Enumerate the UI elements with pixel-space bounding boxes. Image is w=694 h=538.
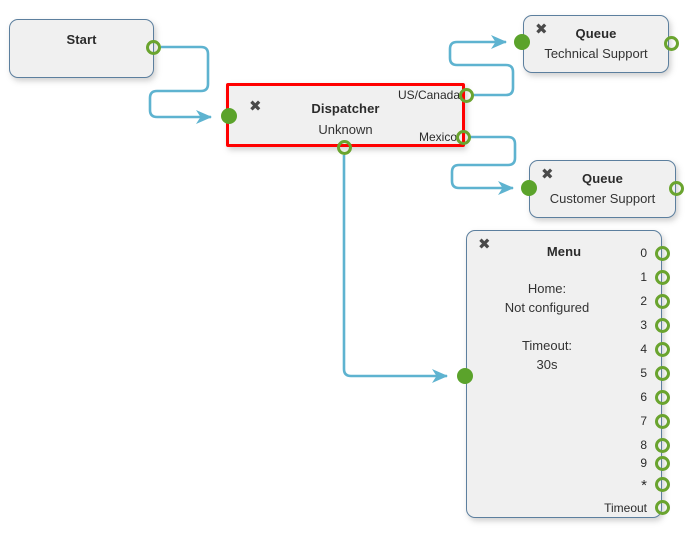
menu-home-value: Not configured (504, 300, 590, 315)
node-dispatcher[interactable]: ✖ Dispatcher Unknown (226, 83, 465, 147)
node-queue-technical-support[interactable]: ✖ Queue Technical Support (523, 15, 669, 73)
port-menu-out-3[interactable] (655, 318, 670, 333)
port-label-menu-5: 5 (640, 366, 647, 380)
port-menu-out-6[interactable] (655, 390, 670, 405)
node-queue-cust-subtitle: Customer Support (549, 191, 656, 206)
close-icon[interactable]: ✖ (249, 97, 262, 115)
port-label-menu-0: 0 (640, 246, 647, 260)
port-dispatcher-out-mexico[interactable] (456, 130, 471, 145)
node-queue-tech-title: Queue (575, 26, 617, 41)
port-dispatcher-out-us-canada[interactable] (459, 88, 474, 103)
port-label-menu-2: 2 (640, 294, 647, 308)
port-label-menu-timeout: Timeout (604, 501, 647, 515)
port-label-menu-9: 9 (640, 456, 647, 470)
port-label-menu-7: 7 (640, 414, 647, 428)
node-queue-tech-subtitle: Technical Support (544, 46, 648, 61)
node-dispatcher-subtitle: Unknown (318, 122, 373, 137)
close-icon[interactable]: ✖ (541, 165, 554, 183)
edge-dispatcher-to-menu[interactable] (342, 155, 448, 383)
port-label-menu-6: 6 (640, 390, 647, 404)
port-label-menu-star: * (641, 477, 647, 494)
port-queue-cust-in[interactable] (521, 180, 537, 196)
port-menu-out-8[interactable] (655, 438, 670, 453)
close-icon[interactable]: ✖ (478, 235, 491, 253)
port-label-menu-8: 8 (640, 438, 647, 452)
port-menu-out-star[interactable] (655, 477, 670, 492)
port-queue-tech-out[interactable] (664, 36, 679, 51)
port-dispatcher-out-default[interactable] (337, 140, 352, 155)
port-start-out[interactable] (146, 40, 161, 55)
port-menu-out-0[interactable] (655, 246, 670, 261)
port-menu-out-1[interactable] (655, 270, 670, 285)
port-label-menu-3: 3 (640, 318, 647, 332)
menu-home-label: Home: (527, 281, 567, 296)
port-label-menu-1: 1 (640, 270, 647, 284)
port-label-mexico: Mexico (418, 130, 457, 144)
port-menu-out-9[interactable] (655, 456, 670, 471)
node-menu-title: Menu (546, 244, 582, 259)
node-start[interactable]: Start (9, 19, 154, 78)
port-dispatcher-in[interactable] (221, 108, 237, 124)
port-label-us-canada: US/Canada (397, 88, 460, 102)
port-queue-cust-out[interactable] (669, 181, 684, 196)
port-menu-in[interactable] (457, 368, 473, 384)
node-queue-customer-support[interactable]: ✖ Queue Customer Support (529, 160, 676, 218)
port-menu-out-timeout[interactable] (655, 500, 670, 515)
port-menu-out-7[interactable] (655, 414, 670, 429)
menu-timeout-value: 30s (536, 357, 558, 372)
node-start-title: Start (66, 32, 97, 47)
node-dispatcher-title: Dispatcher (311, 101, 380, 116)
port-queue-tech-in[interactable] (514, 34, 530, 50)
node-queue-cust-title: Queue (582, 171, 623, 186)
menu-timeout-label: Timeout: (521, 338, 573, 353)
node-menu-body: Home: Not configured Timeout: 30s (467, 279, 627, 374)
edge-start-to-dispatcher[interactable] (148, 45, 212, 124)
port-menu-out-5[interactable] (655, 366, 670, 381)
close-icon[interactable]: ✖ (535, 20, 548, 38)
port-label-menu-4: 4 (640, 342, 647, 356)
port-menu-out-2[interactable] (655, 294, 670, 309)
port-menu-out-4[interactable] (655, 342, 670, 357)
